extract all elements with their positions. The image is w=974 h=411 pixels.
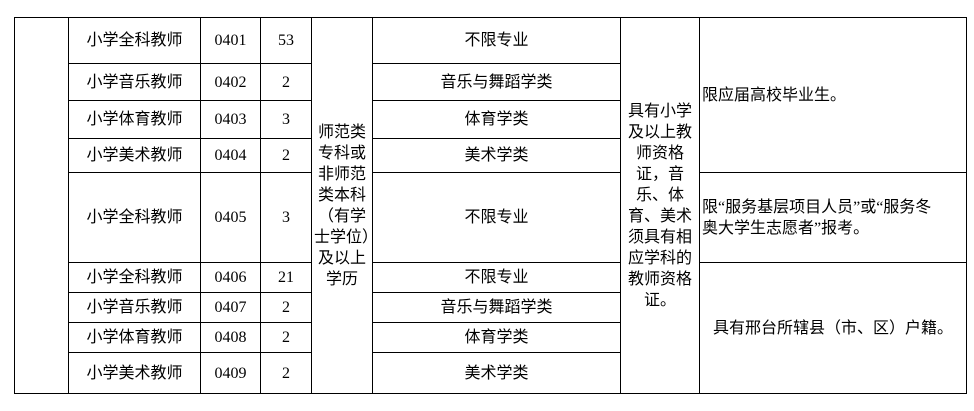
- count-cell: 2: [260, 322, 312, 353]
- position-cell: 小学美术教师: [68, 352, 201, 394]
- count-cell: 2: [260, 352, 312, 394]
- code-cell: 0408: [200, 322, 261, 353]
- education-requirement-cell: 师范类专科或非师范类本科（有学士学位）及以上学历: [311, 17, 373, 394]
- other-requirement-cell: 限应届高校毕业生。: [699, 17, 967, 173]
- major-cell: 体育学类: [372, 322, 621, 353]
- major-cell: 不限专业: [372, 262, 621, 293]
- code-cell: 0402: [200, 63, 261, 101]
- position-cell: 小学全科教师: [68, 172, 201, 263]
- count-cell: 3: [260, 100, 312, 139]
- code-cell: 0404: [200, 138, 261, 173]
- code-cell: 0407: [200, 292, 261, 323]
- code-cell: 0409: [200, 352, 261, 394]
- other-requirement-cell: 具有邢台所辖县（市、区）户籍。: [699, 262, 967, 394]
- major-cell: 体育学类: [372, 100, 621, 139]
- position-cell: 小学音乐教师: [68, 292, 201, 323]
- code-cell: 0403: [200, 100, 261, 139]
- position-cell: 小学美术教师: [68, 138, 201, 173]
- code-cell: 0401: [200, 17, 261, 64]
- major-cell: 美术学类: [372, 352, 621, 394]
- position-cell: 小学体育教师: [68, 100, 201, 139]
- count-cell: 53: [260, 17, 312, 64]
- count-cell: 2: [260, 292, 312, 323]
- certificate-requirement-cell: 具有小学及以上教师资格证，音乐、体育、美术须具有相应学科的教师资格证。: [620, 17, 700, 394]
- code-cell: 0405: [200, 172, 261, 263]
- major-cell: 不限专业: [372, 17, 621, 64]
- recruitment-table: 小学全科教师 0401 53 师范类专科或非师范类本科（有学士学位）及以上学历 …: [14, 17, 967, 394]
- position-cell: 小学全科教师: [68, 262, 201, 293]
- count-cell: 21: [260, 262, 312, 293]
- major-cell: 美术学类: [372, 138, 621, 173]
- position-cell: 小学音乐教师: [68, 63, 201, 101]
- position-cell: 小学全科教师: [68, 17, 201, 64]
- count-cell: 2: [260, 63, 312, 101]
- major-cell: 不限专业: [372, 172, 621, 263]
- other-requirement-cell: 限“服务基层项目人员”或“服务冬 奥大学生志愿者”报考。: [699, 172, 967, 263]
- unit-column-cell: [14, 17, 69, 394]
- major-cell: 音乐与舞蹈学类: [372, 292, 621, 323]
- major-cell: 音乐与舞蹈学类: [372, 63, 621, 101]
- count-cell: 3: [260, 172, 312, 263]
- position-cell: 小学体育教师: [68, 322, 201, 353]
- count-cell: 2: [260, 138, 312, 173]
- code-cell: 0406: [200, 262, 261, 293]
